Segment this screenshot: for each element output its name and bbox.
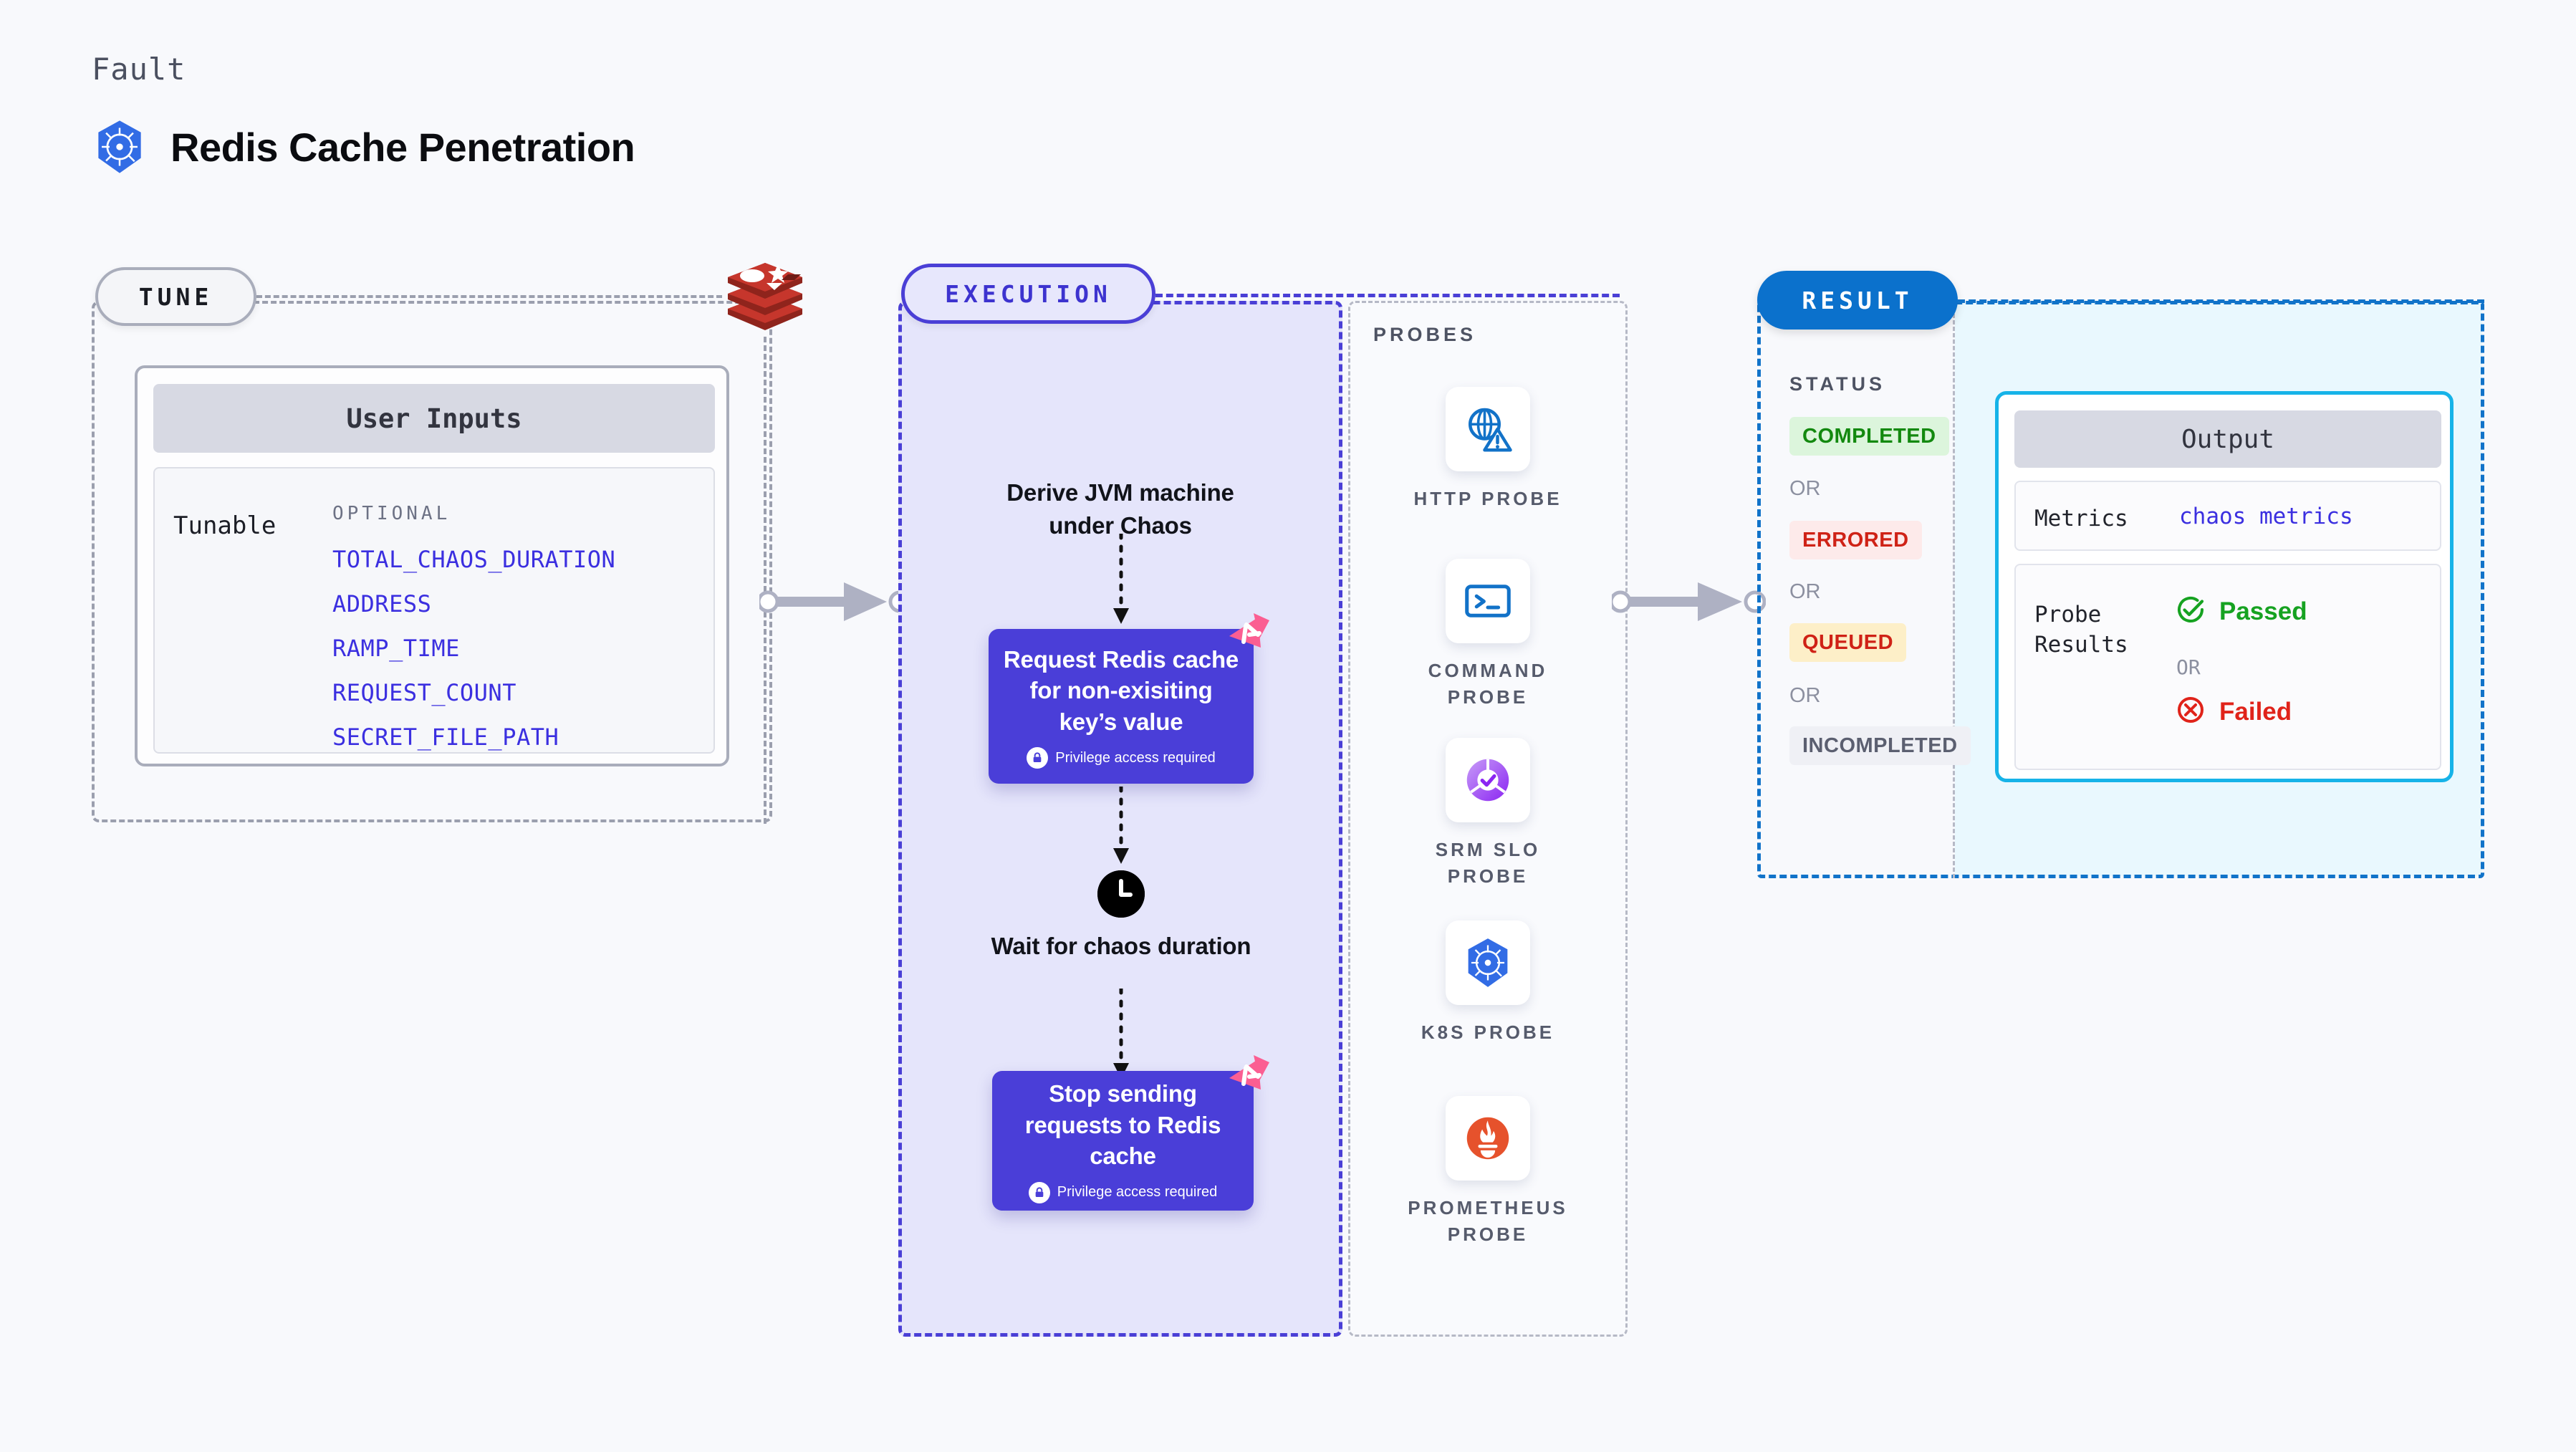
connector-tune-to-execution bbox=[759, 577, 910, 627]
probe-command[interactable]: COMMAND PROBE bbox=[1348, 559, 1628, 711]
kubernetes-icon bbox=[92, 119, 148, 175]
output-probe-results-row: Probe Results Passed OR bbox=[2014, 564, 2441, 770]
tunable-list: TOTAL_CHAOS_DURATION ADDRESS RAMP_TIME R… bbox=[332, 546, 615, 768]
status-badge: QUEUED bbox=[1789, 623, 1907, 662]
user-inputs-card-title: User Inputs bbox=[153, 384, 715, 453]
status-badge: INCOMPLETED bbox=[1789, 726, 1971, 765]
probe-srm-slo[interactable]: SRM SLO PROBE bbox=[1348, 738, 1628, 890]
probe-label: PROMETHEUS PROBE bbox=[1408, 1197, 1568, 1245]
status-badge: COMPLETED bbox=[1789, 417, 1949, 456]
list-item[interactable]: TOTAL_CHAOS_DURATION bbox=[332, 546, 616, 573]
litmus-badge-icon bbox=[1225, 610, 1272, 658]
output-metrics-row: Metrics chaos metrics bbox=[2014, 481, 2441, 551]
privilege-note: Privilege access required bbox=[1027, 747, 1216, 769]
privilege-note: Privilege access required bbox=[1028, 1181, 1218, 1203]
terminal-icon bbox=[1446, 559, 1530, 643]
result-pill-label[interactable]: RESULT bbox=[1757, 271, 1958, 330]
probe-result-or: OR bbox=[2176, 655, 2201, 679]
status-or-1: OR bbox=[1789, 477, 1821, 500]
execution-action-request-redis[interactable]: Request Redis cache for non-exisiting ke… bbox=[989, 613, 1269, 784]
action-label: Request Redis cache for non-exisiting ke… bbox=[1003, 645, 1239, 735]
probe-results-label: Probe Results bbox=[2034, 602, 2128, 658]
status-badge: ERRORED bbox=[1789, 521, 1922, 559]
list-item[interactable]: SECRET_FILE_PATH bbox=[332, 723, 559, 751]
user-inputs-card: User Inputs Tunable OPTIONAL TOTAL_CHAOS… bbox=[135, 365, 729, 766]
probe-label: SRM SLO PROBE bbox=[1435, 839, 1541, 887]
execution-action-stop-sending[interactable]: Stop sending requests to Redis cache Pri… bbox=[992, 1055, 1269, 1211]
execution-step-derive-jvm: Derive JVM machine under Chaos bbox=[1006, 479, 1234, 539]
execution-pill-label[interactable]: EXECUTION bbox=[901, 264, 1155, 324]
execution-step-wait: Wait for chaos duration bbox=[991, 933, 1251, 959]
probe-http[interactable]: HTTP PROBE bbox=[1348, 387, 1628, 512]
privilege-note-label: Privilege access required bbox=[1055, 749, 1216, 766]
lock-icon bbox=[1027, 747, 1049, 769]
srm-slo-donut-icon bbox=[1446, 738, 1530, 822]
probe-k8s[interactable]: K8S PROBE bbox=[1348, 920, 1628, 1046]
globe-warning-icon bbox=[1446, 387, 1530, 471]
tune-pill-label[interactable]: TUNE bbox=[95, 267, 256, 326]
privilege-note-label: Privilege access required bbox=[1057, 1184, 1218, 1201]
result-column-divider bbox=[1953, 301, 1955, 878]
status-title: STATUS bbox=[1789, 373, 1885, 395]
probe-label: K8S PROBE bbox=[1421, 1021, 1555, 1043]
list-item[interactable]: ADDRESS bbox=[332, 590, 432, 617]
page-title: Redis Cache Penetration bbox=[170, 124, 635, 170]
user-inputs-card-body: Tunable OPTIONAL TOTAL_CHAOS_DURATION AD… bbox=[153, 467, 715, 754]
probe-prometheus[interactable]: PROMETHEUS PROBE bbox=[1348, 1096, 1628, 1248]
prometheus-icon bbox=[1446, 1096, 1530, 1181]
clock-icon bbox=[1097, 870, 1145, 918]
probe-label: HTTP PROBE bbox=[1413, 488, 1562, 509]
tune-target-connector bbox=[256, 295, 722, 298]
metrics-value[interactable]: chaos metrics bbox=[2179, 504, 2353, 529]
x-circle-icon bbox=[2175, 694, 2206, 729]
flow-arrow-2 bbox=[1107, 784, 1135, 870]
execution-top-connector bbox=[1155, 294, 1620, 297]
kubernetes-icon bbox=[1446, 920, 1530, 1005]
list-item[interactable]: REQUEST_COUNT bbox=[332, 679, 516, 706]
probe-result-failed: Failed bbox=[2175, 694, 2292, 729]
connector-execution-to-result bbox=[1612, 577, 1766, 627]
result-top-connector bbox=[1958, 299, 2484, 303]
output-card-title: Output bbox=[2014, 410, 2441, 468]
lock-icon bbox=[1028, 1181, 1050, 1203]
status-or-3: OR bbox=[1789, 684, 1821, 707]
litmus-badge-icon bbox=[1225, 1052, 1272, 1100]
tune-target-vertical-line bbox=[764, 337, 766, 824]
tunable-row-label: Tunable bbox=[173, 511, 277, 540]
passed-label: Passed bbox=[2219, 597, 2307, 625]
optional-group-label: OPTIONAL bbox=[332, 503, 451, 524]
failed-label: Failed bbox=[2219, 697, 2292, 726]
metrics-label: Metrics bbox=[2034, 506, 2128, 532]
flow-arrow-1 bbox=[1107, 532, 1135, 630]
tune-section bbox=[92, 301, 772, 822]
list-item[interactable]: RAMP_TIME bbox=[332, 635, 460, 662]
page-eyebrow: Fault bbox=[92, 52, 186, 87]
page-title-row: Redis Cache Penetration bbox=[92, 119, 635, 175]
probes-title: PROBES bbox=[1373, 324, 1477, 345]
probe-result-passed: Passed bbox=[2175, 594, 2307, 629]
status-or-2: OR bbox=[1789, 580, 1821, 603]
probe-label: COMMAND PROBE bbox=[1428, 660, 1548, 708]
check-circle-icon bbox=[2175, 594, 2206, 629]
output-card: Output Metrics chaos metrics Probe Resul… bbox=[1995, 391, 2454, 782]
action-label: Stop sending requests to Redis cache bbox=[1024, 1080, 1221, 1170]
